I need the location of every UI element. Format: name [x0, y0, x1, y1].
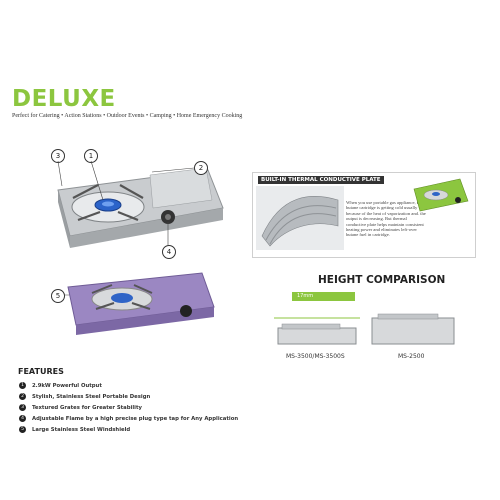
- tagline: Perfect for Catering • Action Stations •…: [12, 113, 243, 119]
- features-title: FEATURES: [18, 367, 64, 376]
- feature-number: 2: [19, 393, 26, 400]
- feature-item: 2.9kW Powerful Output: [32, 383, 102, 389]
- callout-4: 4: [162, 245, 176, 259]
- stove-lavender-image: [67, 272, 215, 335]
- feature-item: Adjustable Flame by a high precise plug …: [32, 416, 239, 422]
- model-label-ms2500: MS-2500: [398, 353, 425, 360]
- callout-2: 2: [194, 161, 208, 175]
- thermal-plate-closeup-image: [256, 186, 344, 250]
- stove-green-image: [413, 178, 469, 212]
- model-label-ms3500: MS-3500/MS-3500S: [286, 353, 345, 360]
- thermal-plate-description: When you use portable gas appliance, the…: [346, 200, 426, 238]
- feature-number: 5: [19, 426, 26, 433]
- feature-item: Large Stainless Steel Windshield: [32, 427, 131, 433]
- feature-number: 1: [19, 382, 26, 389]
- callout-5: 5: [51, 289, 65, 303]
- feature-number: 4: [19, 415, 26, 422]
- callout-1: 1: [84, 149, 98, 163]
- brand-title: DELUXE: [12, 86, 116, 112]
- stove-stainless-image: [57, 167, 224, 248]
- thermal-plate-title: BUILT-IN THERMAL CONDUCTIVE PLATE: [258, 176, 384, 184]
- height-comparison-title: HEIGHT COMPARISON: [318, 274, 446, 286]
- feature-item: Textured Grates for Greater Stability: [32, 405, 142, 411]
- height-comparison-diagram: [274, 313, 455, 345]
- feature-number: 3: [19, 404, 26, 411]
- feature-item: Stylish, Stainless Steel Portable Design: [32, 394, 151, 400]
- height-difference-badge: 17mm: [292, 292, 355, 301]
